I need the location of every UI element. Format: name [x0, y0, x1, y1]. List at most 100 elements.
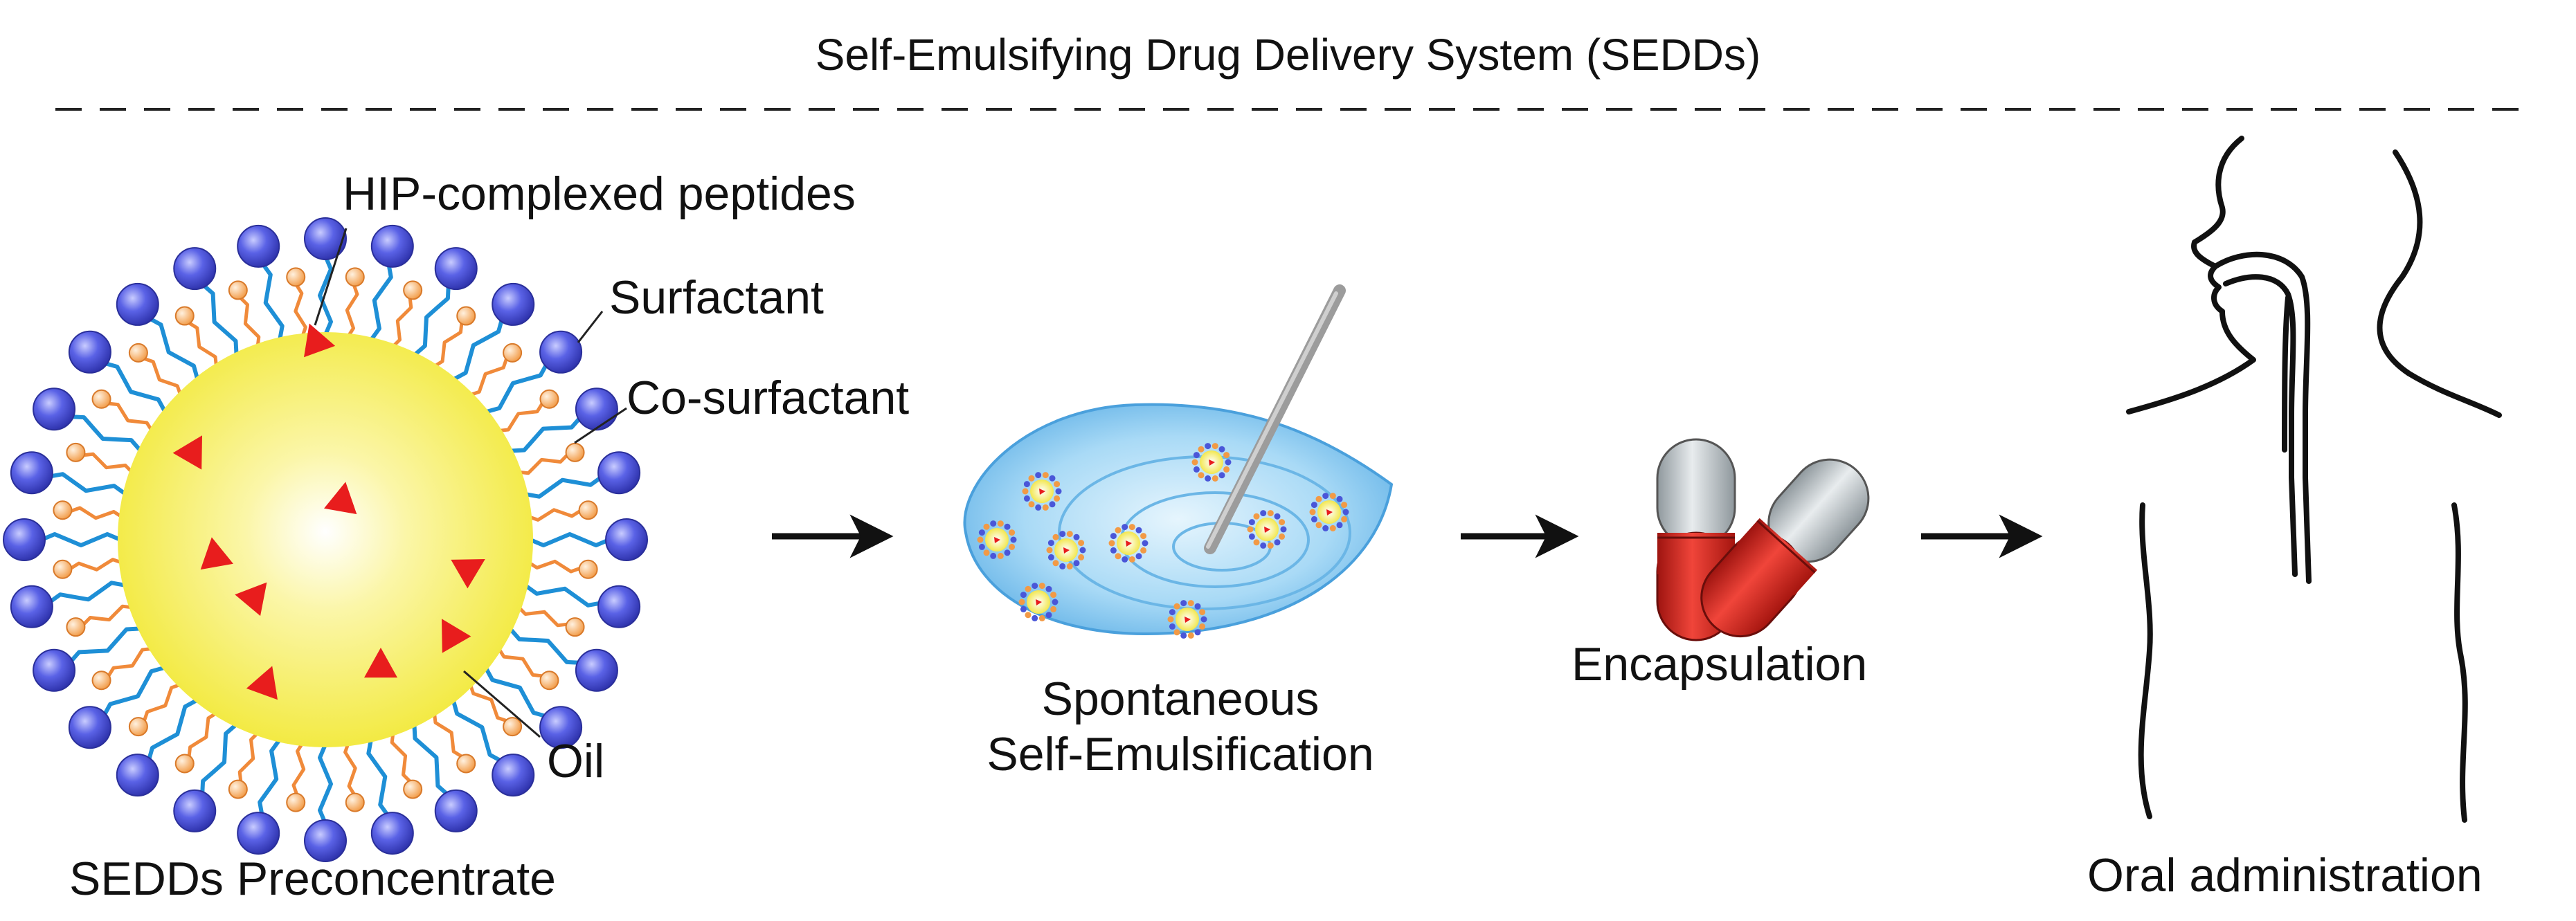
surfactant-head — [434, 247, 478, 291]
cosurfactant-tail — [237, 731, 259, 782]
emulsion-droplets — [977, 443, 1349, 639]
surfactant-leader-line — [577, 311, 604, 343]
human-outline-icon — [2126, 136, 2502, 823]
cosurfactant-tail — [291, 742, 306, 795]
cosurfactant-tail — [433, 322, 464, 368]
surfactant-head — [10, 451, 53, 495]
surfactant-tail — [369, 262, 393, 342]
cosurfactant-tail — [517, 606, 568, 628]
cosurfactant-head — [91, 389, 111, 409]
cosurfactant-head — [228, 779, 248, 799]
cosurfactant-head — [456, 754, 476, 774]
emulsion-droplet — [1018, 583, 1059, 621]
surfactant-tail — [523, 583, 603, 608]
cosurfactant-tail — [107, 647, 152, 677]
surfactant-tail — [48, 472, 127, 496]
surfactant-head — [370, 812, 414, 855]
oil-leader-line — [463, 670, 541, 738]
emulsion-droplet — [1309, 493, 1349, 531]
cosurfactant-head — [403, 280, 423, 300]
peptide-marker — [172, 435, 202, 470]
surfactant-tail — [40, 532, 122, 547]
emulsion-droplet — [1022, 472, 1062, 511]
cosurfactant-tail — [188, 321, 218, 367]
surfactant-head — [539, 330, 583, 374]
surfactant-head — [597, 451, 641, 495]
peptide-marker — [451, 559, 485, 589]
cosurfactant-head — [456, 306, 476, 326]
emulsion-droplet — [977, 520, 1017, 559]
emulsification-label-line2: Self-Emulsification — [987, 728, 1374, 781]
surfactant-label: Surfactant — [609, 271, 824, 324]
cosurfactant-head — [345, 267, 365, 287]
cosurfactant-head — [503, 343, 523, 363]
surfactant-head — [597, 585, 641, 628]
surfactant-head — [3, 518, 46, 561]
surfactant-tail — [485, 361, 550, 414]
cosurfactant-head — [578, 559, 598, 579]
cosurfactant-tail — [497, 648, 543, 678]
cosurfactant-tail — [433, 713, 463, 758]
cosurfactant-head — [174, 306, 195, 326]
surfactant-head — [33, 648, 76, 692]
surfactant-tail — [147, 316, 200, 381]
surfactant-head — [173, 789, 217, 832]
cosurfactant-head — [286, 267, 306, 287]
surfactant-tail — [529, 532, 611, 547]
surfactant-head — [434, 789, 478, 832]
cosurfactant-tail — [390, 733, 411, 783]
peptide-marker — [246, 666, 278, 700]
surfactant-tail — [69, 414, 143, 453]
oral-administration-label: Oral administration — [2087, 849, 2483, 902]
cosurfactant-head — [66, 617, 86, 637]
cosurfactant-tail — [143, 357, 183, 396]
surfactant-tail — [318, 743, 333, 825]
cosurfactant-tail — [469, 358, 508, 397]
encapsulation-label: Encapsulation — [1571, 638, 1868, 691]
hip-peptides-label: HIP-complexed peptides — [343, 167, 856, 220]
surfactant-tail — [366, 739, 390, 818]
cosurfactant-tail — [528, 508, 582, 522]
surfactant-head — [68, 706, 111, 749]
cosurfactant-head — [578, 500, 598, 520]
surfactant-tail — [258, 738, 282, 817]
peptide-marker — [235, 582, 267, 617]
cosurfactant-tail — [82, 604, 132, 626]
cosurfactant-label: Co-surfactant — [627, 372, 910, 424]
surfactant-tail — [68, 626, 141, 664]
cosurfactant-tail — [294, 284, 307, 337]
cosurfactant-tail — [83, 452, 134, 473]
cosurfactant-tail — [519, 454, 568, 475]
cosurfactant-head — [503, 717, 523, 737]
surfactant-head — [304, 217, 347, 260]
cosurfactant-tail — [70, 506, 123, 520]
cosurfactant-head — [91, 671, 111, 691]
surfactant-head — [116, 282, 159, 326]
emulsion-droplet — [1108, 524, 1149, 563]
surfactant-tail — [260, 262, 285, 340]
diagram-title: Self-Emulsifying Drug Delivery System (S… — [815, 30, 1761, 80]
surfactant-head — [605, 518, 648, 561]
cosurfactant-head — [403, 779, 423, 799]
cosurfactant-head — [565, 617, 585, 637]
surfactant-tail — [47, 581, 126, 605]
cosurfactant-head — [66, 442, 86, 462]
emulsion-droplet — [1167, 600, 1207, 639]
emulsion-droplet — [1247, 510, 1287, 549]
cosurfactant-tail — [69, 558, 123, 572]
cosurfactant-tail — [187, 711, 217, 757]
surfactant-tail — [508, 627, 582, 665]
cosurfactant-head — [128, 343, 148, 363]
surfactant-tail — [413, 284, 451, 357]
emulsification-label-line1: Spontaneous — [1041, 673, 1319, 725]
oil-label: Oil — [547, 735, 605, 787]
cosurfactant-tail — [240, 297, 261, 347]
cosurfactant-tail — [108, 401, 154, 432]
cosurfactant-tail — [343, 742, 357, 796]
cosurfactant-tail — [392, 298, 413, 348]
surfactant-tail — [146, 697, 199, 763]
surfactant-head — [116, 754, 159, 797]
capsule-icon — [1656, 438, 1870, 641]
